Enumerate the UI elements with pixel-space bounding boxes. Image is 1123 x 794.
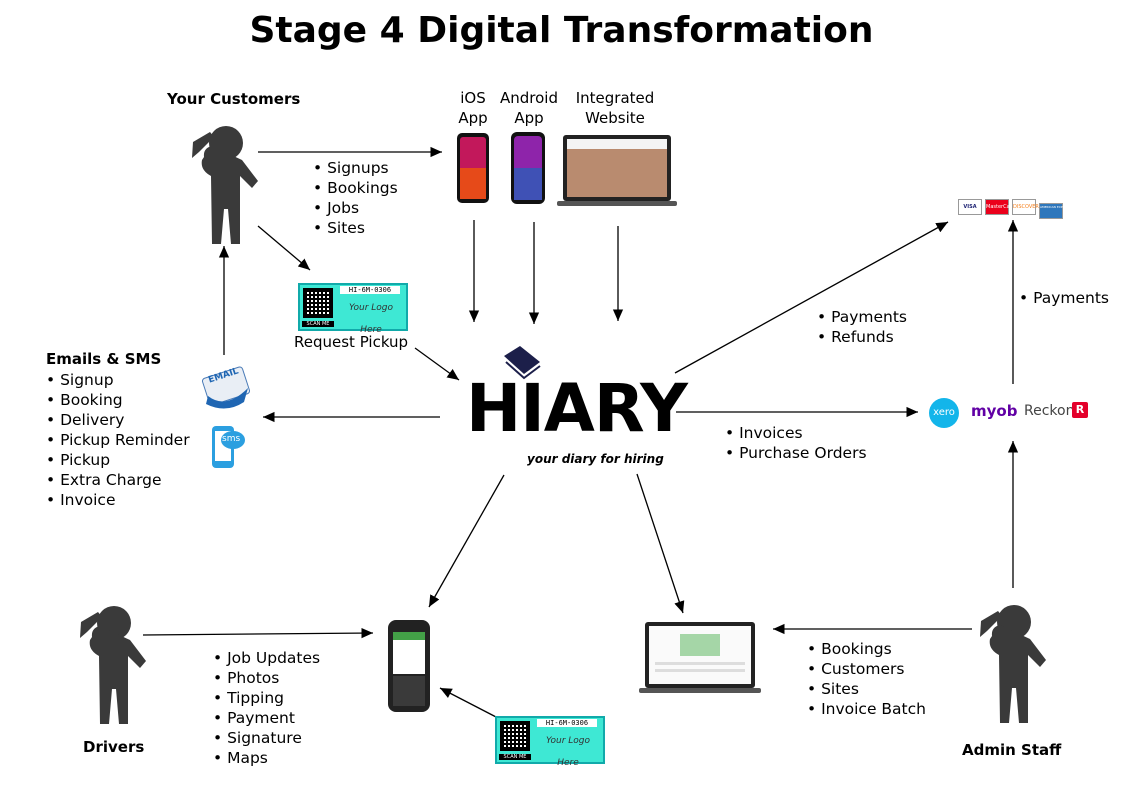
invoices-list: Invoices Purchase Orders bbox=[725, 423, 867, 463]
list-item: Sites bbox=[807, 679, 926, 699]
list-item: Refunds bbox=[817, 327, 907, 347]
arrow-driver-to-handheld bbox=[142, 627, 374, 639]
list-item: Pickup bbox=[46, 450, 190, 470]
list-item: Bookings bbox=[807, 639, 926, 659]
xero-logo: xero bbox=[929, 398, 959, 428]
notifications-list: Signup Booking Delivery Pickup Reminder … bbox=[46, 370, 190, 510]
list-item: Pickup Reminder bbox=[46, 430, 190, 450]
driver-person-icon bbox=[80, 606, 146, 724]
list-item: Delivery bbox=[46, 410, 190, 430]
list-item: Signature bbox=[213, 728, 320, 748]
discover-icon: DISCOVER bbox=[1012, 199, 1039, 215]
payments-refunds-list: Payments Refunds bbox=[817, 307, 907, 347]
admin-actions-list: Bookings Customers Sites Invoice Batch bbox=[807, 639, 926, 719]
ios-app-label: iOS App bbox=[458, 89, 488, 127]
amex-icon: AMERICAN EXPRESS bbox=[1039, 203, 1070, 219]
visa-icon: VISA bbox=[958, 199, 982, 215]
reckon-badge-icon: R bbox=[1072, 402, 1088, 418]
qr-card-request: HI-6M-0306 Your Logo Here SCAN ME bbox=[298, 283, 408, 335]
page-title: Stage 4 Digital Transformation bbox=[249, 10, 874, 51]
admin-laptop-icon bbox=[639, 622, 761, 693]
driver-actions-list: Job Updates Photos Tipping Payment Signa… bbox=[213, 648, 320, 768]
handheld-device-icon bbox=[388, 620, 430, 712]
arrow-hiary-to-cards bbox=[674, 221, 949, 374]
request-pickup-label: Request Pickup bbox=[294, 333, 409, 351]
list-item: Customers bbox=[807, 659, 926, 679]
list-item: Invoice Batch bbox=[807, 699, 926, 719]
website-label: Integrated Website bbox=[575, 89, 655, 127]
qr-code-icon bbox=[303, 288, 333, 318]
reckon-logo: Reckon bbox=[1024, 403, 1075, 419]
email-icon bbox=[201, 366, 251, 409]
myob-logo: myob bbox=[971, 402, 1018, 420]
list-item: Payments bbox=[817, 307, 907, 327]
qr-scan-label: SCAN ME bbox=[499, 754, 531, 760]
qr-card-driver: HI-6M-0306 Your Logo Here SCAN ME bbox=[495, 716, 605, 768]
admin-staff-label: Admin Staff bbox=[962, 741, 1062, 759]
list-item: Tipping bbox=[213, 688, 320, 708]
list-item: Sites bbox=[313, 218, 398, 238]
arrow-qr2-to-handheld bbox=[439, 687, 499, 719]
qr-logo-placeholder: Your Logo Here bbox=[545, 736, 591, 768]
payments-right-list: Payments bbox=[1019, 288, 1109, 308]
qr-id: HI-6M-0306 bbox=[340, 286, 400, 294]
list-item: Payment bbox=[213, 708, 320, 728]
list-item: Payments bbox=[1019, 288, 1109, 308]
emails-sms-heading: Emails & SMS bbox=[46, 350, 162, 368]
sms-icon-text: sms bbox=[222, 434, 241, 444]
list-item: Job Updates bbox=[213, 648, 320, 668]
hiary-logo: HIARY bbox=[466, 370, 688, 447]
list-item: Signup bbox=[46, 370, 190, 390]
customers-label: Your Customers bbox=[167, 90, 301, 108]
qr-code-icon bbox=[500, 721, 530, 751]
list-item: Jobs bbox=[313, 198, 398, 218]
list-item: Maps bbox=[213, 748, 320, 768]
list-item: Booking bbox=[46, 390, 190, 410]
sms-icon bbox=[212, 426, 245, 468]
arrow-hiary-to-handheld bbox=[428, 474, 505, 608]
drivers-label: Drivers bbox=[83, 738, 145, 756]
qr-logo-placeholder: Your Logo Here bbox=[348, 303, 394, 335]
arrow-hiary-to-laptop bbox=[636, 473, 685, 614]
mastercard-icon: MasterCard bbox=[985, 199, 1015, 215]
list-item: Bookings bbox=[313, 178, 398, 198]
website-laptop-icon bbox=[557, 135, 677, 206]
qr-scan-label: SCAN ME bbox=[302, 321, 334, 327]
list-item: Photos bbox=[213, 668, 320, 688]
arrow-customer-to-qr bbox=[257, 225, 311, 271]
list-item: Invoices bbox=[725, 423, 867, 443]
customer-person-icon bbox=[192, 126, 258, 244]
qr-id: HI-6M-0306 bbox=[537, 719, 597, 727]
admin-person-icon bbox=[980, 605, 1046, 723]
arrow-qr-to-hiary bbox=[414, 347, 460, 381]
hiary-book-icon bbox=[504, 346, 541, 380]
iphone-icon bbox=[457, 133, 489, 203]
list-item: Extra Charge bbox=[46, 470, 190, 490]
customer-actions-list: Signups Bookings Jobs Sites bbox=[313, 158, 398, 238]
android-app-label: Android App bbox=[500, 89, 558, 127]
hiary-tagline: your diary for hiring bbox=[527, 452, 664, 466]
list-item: Invoice bbox=[46, 490, 190, 510]
android-phone-icon bbox=[511, 132, 545, 204]
list-item: Purchase Orders bbox=[725, 443, 866, 463]
list-item: Signups bbox=[313, 158, 398, 178]
